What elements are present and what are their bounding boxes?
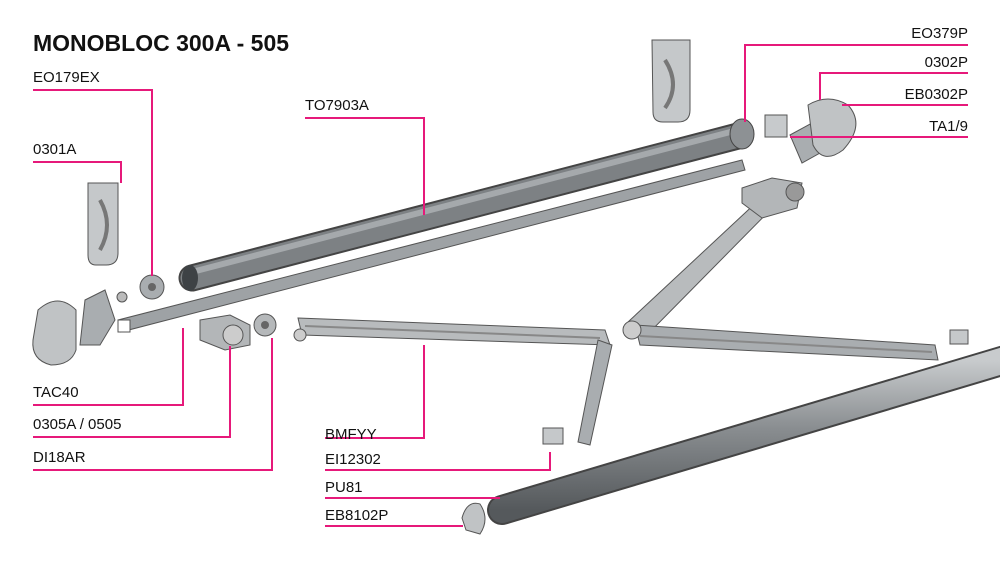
label-0302P: 0302P: [924, 54, 968, 71]
label-TO7903A: TO7903A: [305, 97, 369, 114]
leader-BMFYY: [325, 345, 425, 439]
front-profile-PU81: [487, 345, 1000, 525]
arm-left: [293, 317, 613, 446]
arm-right: [622, 184, 939, 361]
label-PU81: PU81: [325, 479, 363, 496]
leader-lines: [33, 44, 968, 527]
square-bar-TAC40: [117, 159, 746, 333]
bracket-top: [651, 39, 691, 123]
end-cap-EB8102P: [461, 502, 486, 535]
part-EI12302: [542, 329, 969, 445]
leader-0301A: [33, 161, 122, 183]
label-0301A: 0301A: [33, 141, 77, 158]
end-plug-EO179EX: [139, 274, 165, 300]
label-EO379P: EO379P: [911, 25, 968, 42]
end-plug-EO379P: [729, 118, 755, 150]
label-0305A-0505: 0305A / 0505: [33, 416, 122, 433]
label-EB8102P: EB8102P: [325, 507, 389, 524]
leader-DI18AR: [33, 338, 273, 471]
label-EB0302P: EB0302P: [904, 86, 968, 103]
end-cap-left: [32, 289, 128, 366]
leader-0302P: [819, 72, 968, 100]
leader-EO379P: [744, 44, 968, 122]
label-TA1-9: TA1/9: [929, 118, 968, 135]
label-EO179EX: EO179EX: [33, 69, 100, 86]
support-0305A: [199, 313, 277, 351]
label-TAC40: TAC40: [33, 384, 79, 401]
shoulder-support: [741, 177, 805, 219]
leader-TO7903A: [305, 117, 425, 215]
label-DI18AR: DI18AR: [33, 449, 86, 466]
label-BMFYY: BMFYY: [325, 426, 377, 443]
label-EI12302: EI12302: [325, 451, 381, 468]
leader-0305A: [33, 346, 231, 438]
bracket-0301A: [87, 182, 119, 266]
roller-tube-TO7903A: [178, 122, 752, 292]
page-title: MONOBLOC 300A - 505: [33, 30, 290, 56]
leader-EO179EX: [33, 89, 153, 276]
end-cap-right: [764, 98, 857, 164]
leader-TAC40: [33, 328, 184, 406]
leader-EI12302: [325, 452, 551, 471]
